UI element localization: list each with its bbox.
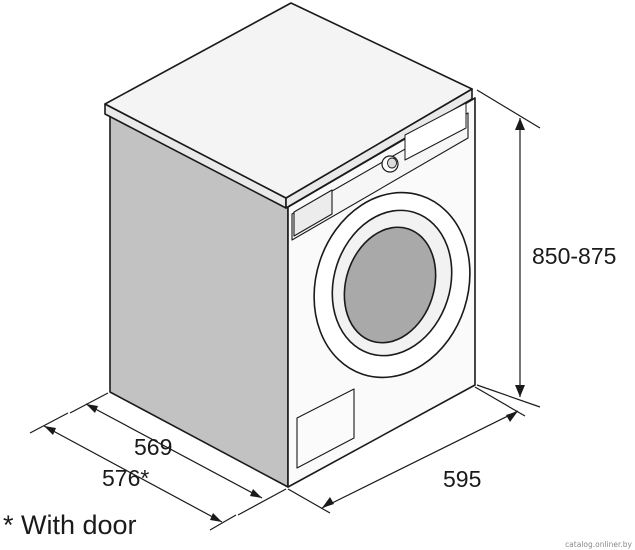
height-label: 850-875 [532,243,616,269]
watermark-text: catalog.onliner.by [565,540,632,549]
arrow-height-top [515,118,525,130]
footnote-text: * With door [3,510,137,540]
depth-door-extension-back [29,412,69,434]
detergent-drawer [293,189,333,237]
depth-door-dimension-line [43,425,223,523]
depth-dimension-line [85,403,263,499]
depth-extension-back [69,392,109,414]
service-hatch [296,388,355,469]
depth-door-extension-front [209,514,237,531]
door-glass [343,226,437,344]
arrow-width-left [322,497,334,508]
width-extension-left [287,488,331,514]
arrow-height-bottom [515,385,525,397]
dimension-lines [29,89,541,531]
width-dimension-line [321,410,519,509]
arrow-depth-front [250,489,262,498]
height-extension-top [476,89,541,129]
depth-label: 569 [134,434,172,460]
arrow-depth-door-back [44,426,56,435]
width-label: 595 [443,466,481,492]
washing-machine [104,2,476,488]
top-surface [104,2,473,199]
height-extension-bottom [476,384,541,408]
arrow-depth-door-front [210,513,222,522]
arrow-depth-back [86,404,98,413]
arrow-width-right [506,411,518,422]
depth-extension-front [237,488,287,516]
depth-with-door-label: 576* [102,465,149,491]
program-knob-center [387,157,397,169]
dimension-arrows [44,118,525,522]
display-strip [404,102,467,161]
